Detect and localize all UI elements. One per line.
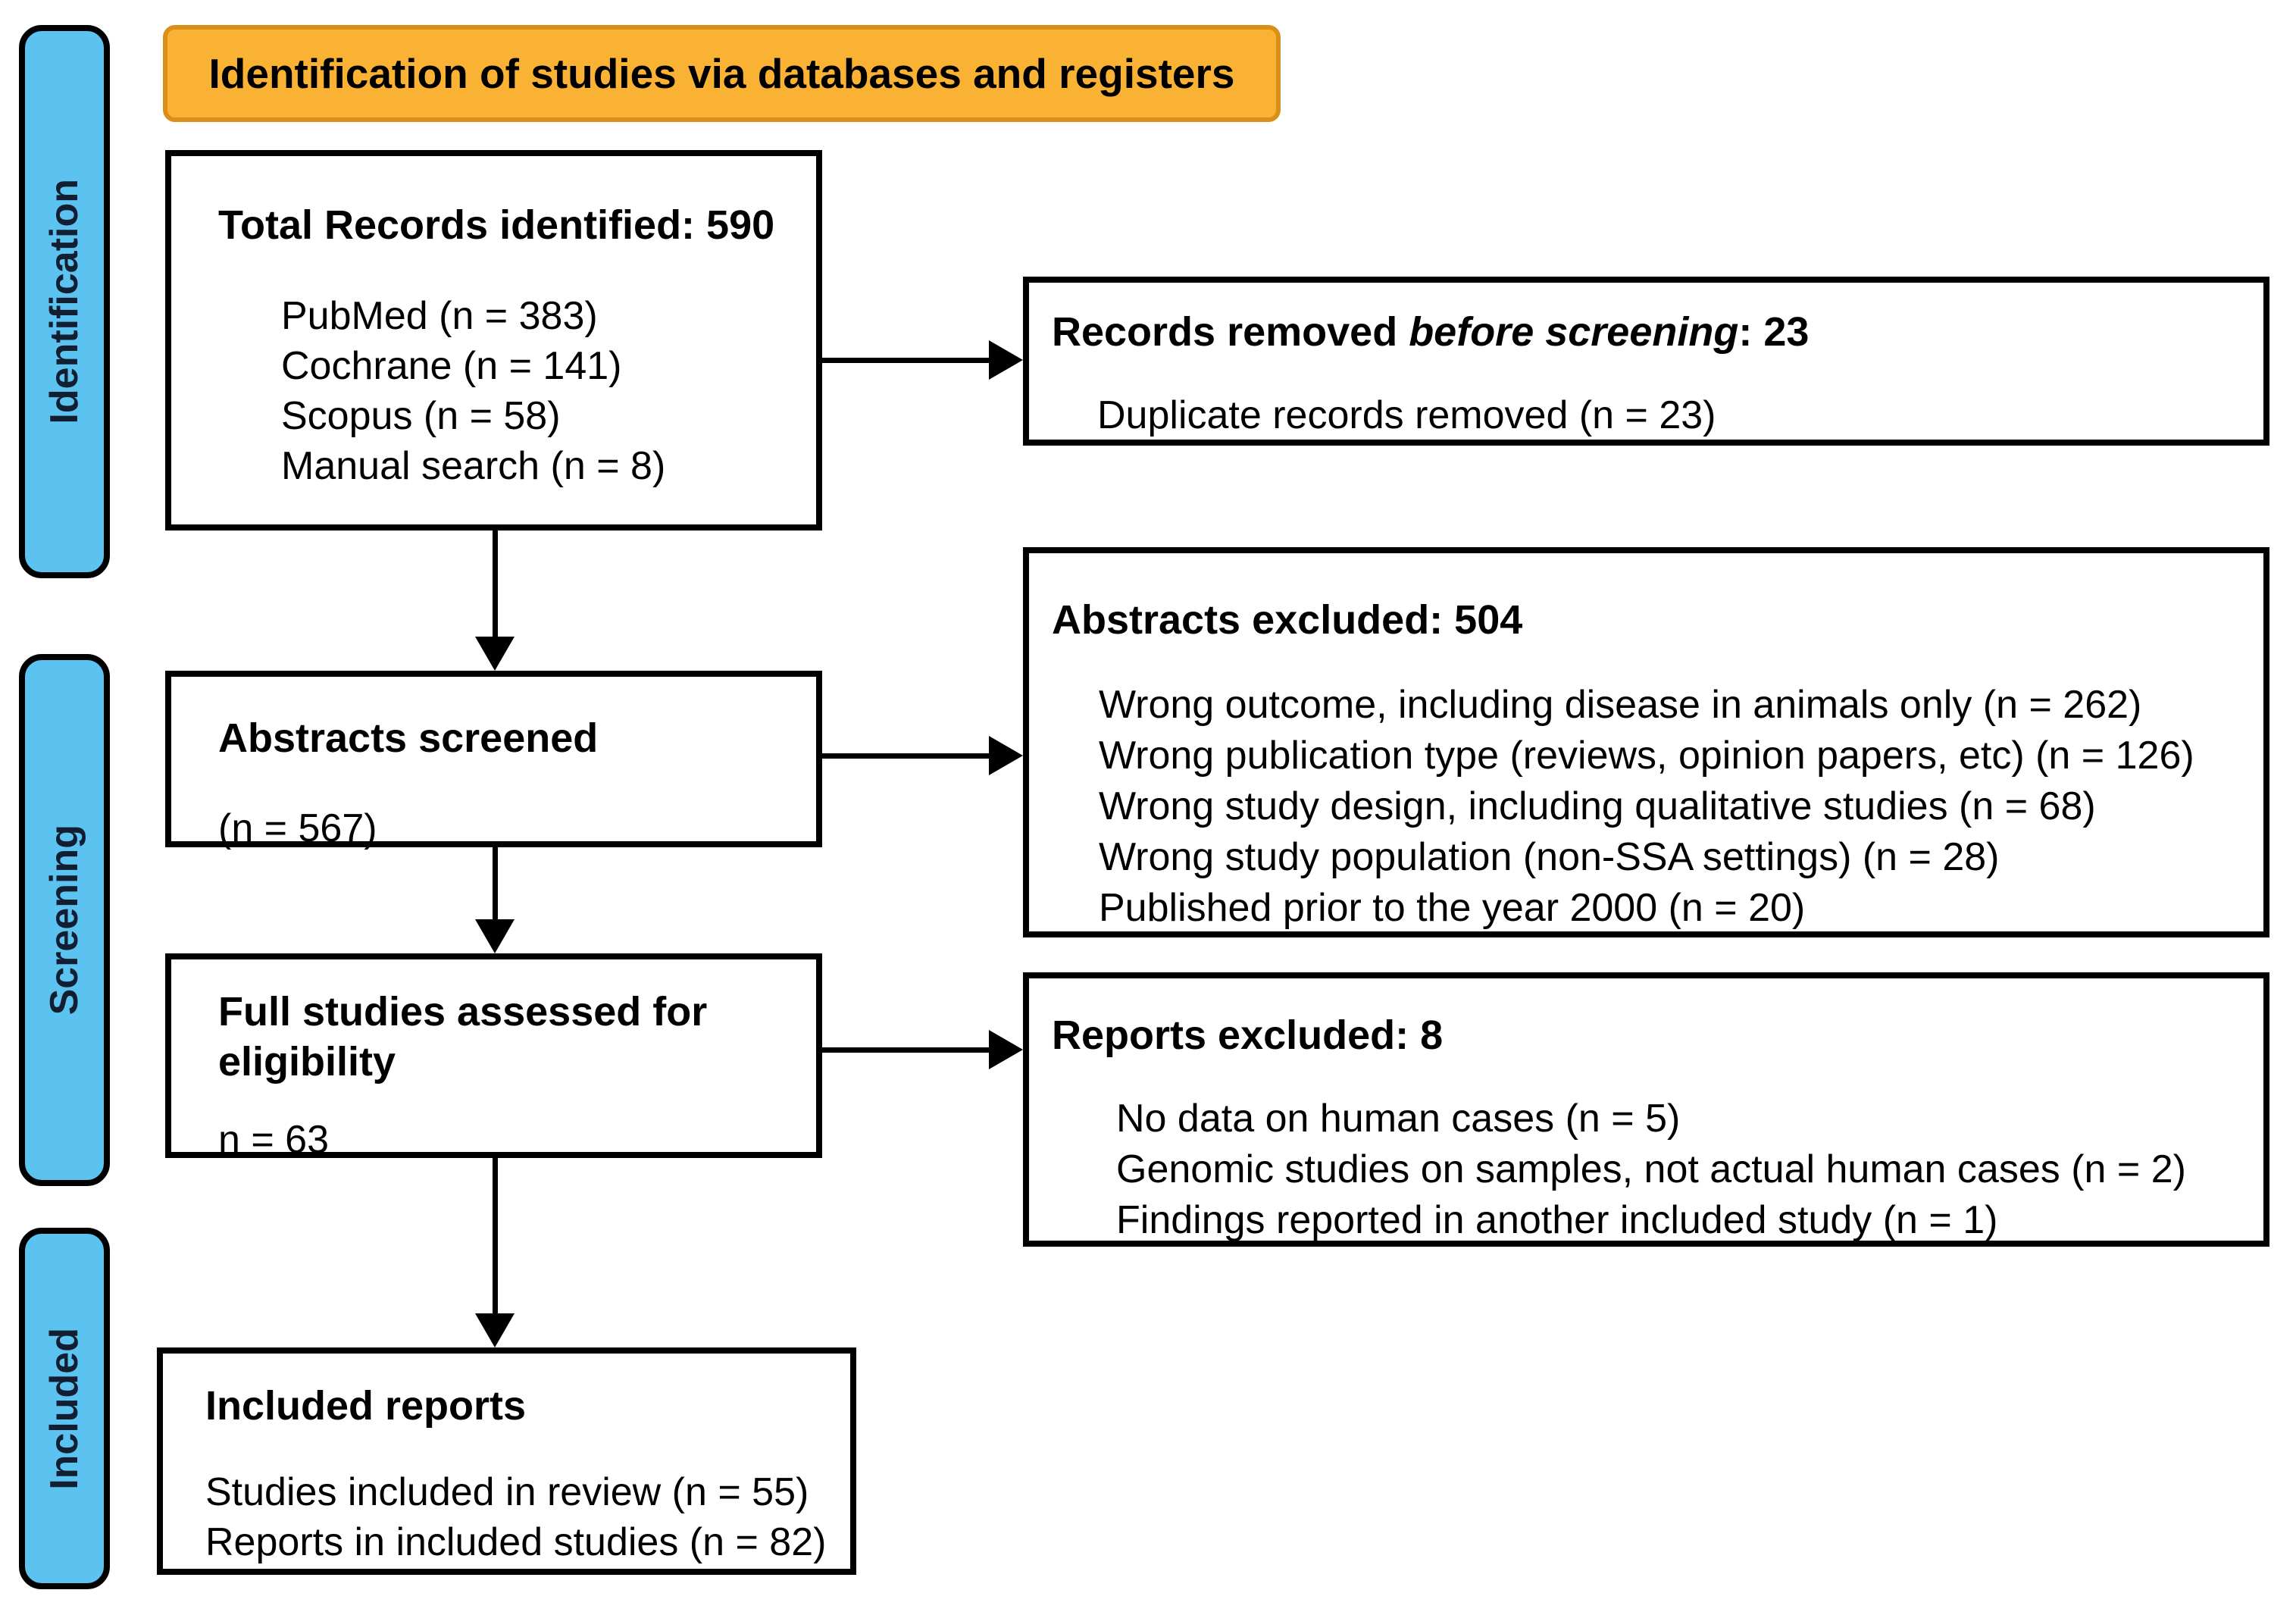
list-item: Wrong study population (non-SSA settings… <box>1099 834 2000 879</box>
box-reports-excluded: Reports excluded: 8 No data on human cas… <box>1023 972 2269 1247</box>
arrow-full-to-reports-excluded-head <box>989 1030 1023 1069</box>
arrow-screened-to-excluded-head <box>989 736 1023 775</box>
sidebar-phase-included-label: Included <box>42 1327 86 1490</box>
list-item: Manual search (n = 8) <box>281 443 666 488</box>
box-abstracts-excluded-reason-list: Wrong outcome, including disease in anim… <box>1099 680 2248 934</box>
list-item: Reports in included studies (n = 82) <box>205 1520 827 1564</box>
arrow-total-to-screened-head <box>475 637 515 671</box>
list-item: Genomic studies on samples, not actual h… <box>1116 1147 2186 1191</box>
title-prefix: Records removed <box>1052 309 1409 355</box>
banner-identification-via-databases: Identification of studies via databases … <box>163 25 1281 122</box>
box-records-removed-title: Records removed before screening: 23 <box>1052 307 2248 358</box>
box-included-reports: Included reports Studies included in rev… <box>157 1347 856 1575</box>
sidebar-phase-identification: Identification <box>19 25 110 578</box>
arrow-full-to-included-head <box>475 1313 515 1347</box>
list-item: PubMed (n = 383) <box>281 293 598 338</box>
arrow-screened-to-full-head <box>475 919 515 953</box>
list-item: Studies included in review (n = 55) <box>205 1469 809 1514</box>
sidebar-phase-screening: Screening <box>19 654 110 1186</box>
list-item: Cochrane (n = 141) <box>281 343 622 388</box>
title-emphasis: before screening <box>1409 309 1739 355</box>
arrow-full-to-included-line <box>493 1158 498 1314</box>
box-reports-excluded-title: Reports excluded: 8 <box>1052 1013 1444 1058</box>
arrow-full-to-reports-excluded-line <box>818 1047 990 1053</box>
list-item: Wrong study design, including qualitativ… <box>1099 784 2096 828</box>
list-item: Wrong outcome, including disease in anim… <box>1099 682 2142 727</box>
list-item: Wrong publication type (reviews, opinion… <box>1099 733 2194 778</box>
arrow-screened-to-full-line <box>493 847 498 920</box>
box-included-reports-title: Included reports <box>205 1383 527 1429</box>
box-full-studies-assessed: Full studies assessed for eligibility n … <box>165 953 822 1162</box>
box-full-studies-count: n = 63 <box>218 1118 330 1162</box>
box-records-removed-reason-list: Duplicate records removed (n = 23) <box>1097 390 2248 440</box>
list-item: Scopus (n = 58) <box>281 393 561 438</box>
arrow-total-to-removed-line <box>821 358 990 363</box>
list-item: Duplicate records removed (n = 23) <box>1097 393 1716 437</box>
box-total-records-identified: Total Records identified: 590 PubMed (n … <box>165 150 822 531</box>
sidebar-phase-included: Included <box>19 1228 110 1589</box>
sidebar-phase-identification-label: Identification <box>42 179 86 424</box>
list-item: No data on human cases (n = 5) <box>1116 1096 1681 1141</box>
list-item: Findings reported in another included st… <box>1116 1197 1998 1242</box>
box-abstracts-screened-title: Abstracts screened <box>218 715 599 761</box>
arrow-screened-to-excluded-line <box>818 753 990 759</box>
box-total-records-source-list: PubMed (n = 383) Cochrane (n = 141) Scop… <box>281 291 801 491</box>
box-abstracts-excluded: Abstracts excluded: 504 Wrong outcome, i… <box>1023 547 2269 937</box>
box-abstracts-screened: Abstracts screened (n = 567) <box>165 671 822 850</box>
sidebar-phase-screening-label: Screening <box>42 825 86 1016</box>
box-abstracts-excluded-title: Abstracts excluded: 504 <box>1052 597 1523 643</box>
box-full-studies-title: Full studies assessed for eligibility <box>218 989 708 1084</box>
arrow-total-to-removed-head <box>989 340 1023 380</box>
arrow-total-to-screened-line <box>493 531 498 638</box>
box-abstracts-screened-count: (n = 567) <box>218 806 377 850</box>
box-reports-excluded-reason-list: No data on human cases (n = 5) Genomic s… <box>1116 1094 2248 1246</box>
box-total-records-title: Total Records identified: 590 <box>218 202 775 248</box>
list-item: Published prior to the year 2000 (n = 20… <box>1099 885 1806 930</box>
banner-label: Identification of studies via databases … <box>208 50 1235 97</box>
box-records-removed-before-screening: Records removed before screening: 23 Dup… <box>1023 277 2269 446</box>
box-included-reports-list: Studies included in review (n = 55) Repo… <box>205 1467 835 1567</box>
title-suffix: : 23 <box>1738 309 1810 355</box>
